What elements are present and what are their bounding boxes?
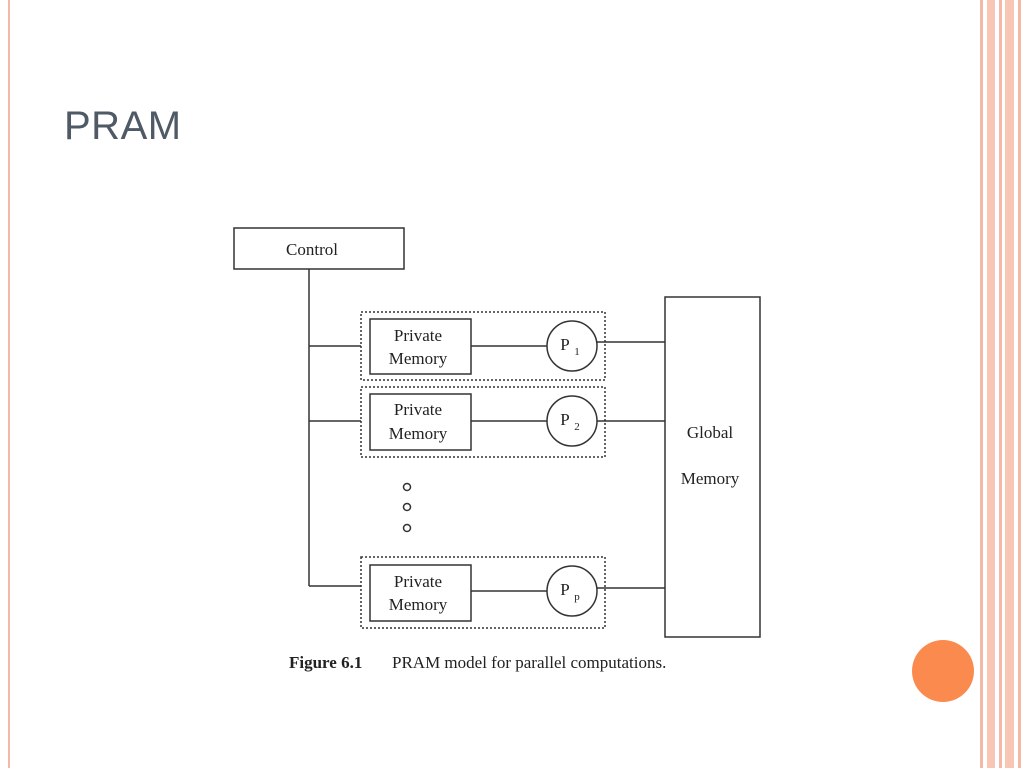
private-memory-line1: Private <box>394 326 442 345</box>
processor-subscript: p <box>574 591 580 603</box>
global-memory-box <box>664 296 761 638</box>
processor-group-outline <box>360 556 606 629</box>
private-memory-box <box>369 393 472 451</box>
processor-circle <box>546 565 598 617</box>
figure-caption-text: PRAM model for parallel computations. <box>392 653 666 672</box>
processor-label: P <box>560 335 569 354</box>
ellipsis-dot <box>402 502 412 512</box>
processor-group-outline <box>360 386 606 458</box>
figure-caption-label: Figure 6.1 <box>289 653 362 672</box>
left-border-decoration <box>0 0 10 768</box>
processor-subscript: 2 <box>574 421 580 433</box>
processor-circle <box>546 395 598 447</box>
ellipsis-dot <box>402 523 412 533</box>
private-memory-line2: Memory <box>389 424 448 443</box>
ellipsis-dot <box>402 482 412 492</box>
right-stripes-decoration <box>978 0 1024 768</box>
private-memory-line1: Private <box>394 400 442 419</box>
private-memory-line2: Memory <box>389 595 448 614</box>
processor-circle <box>546 320 598 372</box>
global-memory-line1: Global <box>687 423 734 442</box>
processor-row-2: Private Memory P 2 <box>309 386 665 458</box>
private-memory-box <box>369 564 472 622</box>
private-memory-box <box>369 318 472 375</box>
processor-row-1: Private Memory P 1 <box>309 311 665 381</box>
control-box <box>233 227 405 270</box>
slide-title: PRAM <box>64 104 182 148</box>
processor-label: P <box>560 580 569 599</box>
global-memory-line2: Memory <box>681 469 740 488</box>
accent-circle-decoration <box>912 640 974 702</box>
processor-subscript: 1 <box>574 346 580 358</box>
private-memory-line2: Memory <box>389 349 448 368</box>
processor-label: P <box>560 410 569 429</box>
processor-row-p: Private Memory P p <box>309 556 665 629</box>
control-label: Control <box>286 240 338 259</box>
private-memory-line1: Private <box>394 572 442 591</box>
